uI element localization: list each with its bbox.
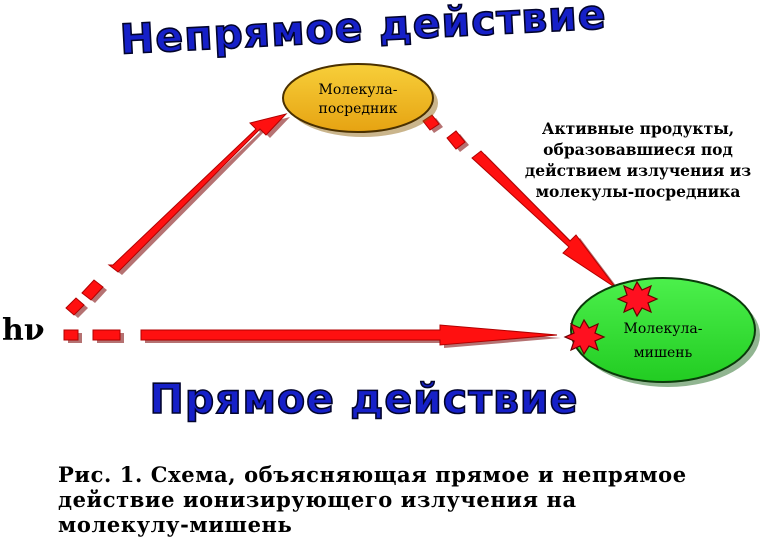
mediator-label-line1: Молекула-	[319, 82, 398, 98]
target-label-line2: мишень	[634, 345, 693, 361]
figure-caption: Рис. 1. Схема, объясняющая прямое и непр…	[58, 462, 748, 537]
caption-line-3: молекулу-мишень	[58, 512, 293, 537]
target-label-line1: Молекула-	[624, 321, 703, 337]
annotation-line-4: молекулы-посредника	[536, 182, 741, 201]
caption-line-1: Рис. 1. Схема, объясняющая прямое и непр…	[58, 462, 687, 487]
direct-action-title: Прямое действие	[150, 375, 579, 423]
annotation-line-1: Активные продукты,	[542, 119, 734, 138]
impact-burst-top	[616, 280, 659, 318]
annotation-line-3: действием излучения из	[525, 161, 751, 180]
indirect-arrow-to-target	[422, 114, 617, 289]
active-products-annotation: Активные продукты, образовавшиеся под де…	[525, 119, 751, 201]
impact-burst-left	[563, 318, 606, 356]
caption-line-2: действие ионизирующего излучения на	[58, 487, 577, 512]
radiation-label: hν	[2, 313, 45, 348]
mediator-label-line2: посредник	[319, 101, 398, 117]
annotation-line-2: образовавшиеся под	[543, 140, 733, 159]
direct-arrow-to-target	[63, 324, 558, 346]
target-molecule-node: Молекула- мишень	[570, 277, 760, 387]
indirect-arrow-to-mediator	[65, 113, 288, 316]
indirect-action-title: Непрямое действие	[119, 0, 608, 64]
mediator-molecule-node: Молекула- посредник	[282, 63, 438, 137]
